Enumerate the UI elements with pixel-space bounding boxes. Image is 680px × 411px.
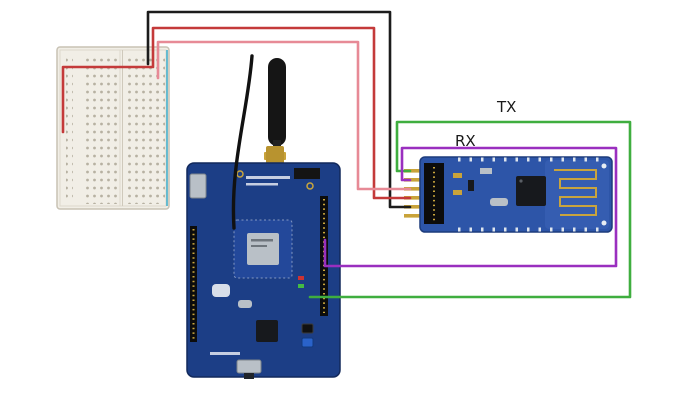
- bt-pin-2: [404, 178, 425, 182]
- breadboard-right-rail: [158, 56, 165, 202]
- wire-green-tx: [308, 120, 632, 299]
- sma-connector: [266, 146, 284, 166]
- wire-black-jumper: [231, 54, 254, 230]
- usb-connector-bottom: [236, 359, 262, 374]
- wire-purple-rx: [323, 146, 618, 268]
- bt-chip-pin1-dot: [519, 179, 523, 183]
- wire-red-power: [61, 26, 412, 200]
- shield-marking: [251, 239, 273, 242]
- breadboard-inner-frame: [59, 49, 167, 207]
- top-right-header: [294, 168, 320, 179]
- antenna-neck: [273, 140, 281, 150]
- rx-label: RX: [455, 132, 476, 150]
- tx-label: TX: [496, 98, 516, 116]
- bt-pin-header: [424, 163, 444, 224]
- silkscreen-marking: [246, 183, 278, 186]
- bt-passive: [453, 173, 462, 178]
- rf-module-shield: [247, 233, 279, 265]
- shield-marking: [251, 245, 267, 247]
- bt-pin-6: [404, 214, 425, 218]
- bt-mounting-hole: [601, 220, 607, 226]
- bt-pin-3: [404, 187, 425, 191]
- user-button: [301, 337, 314, 348]
- bluetooth-module: [404, 156, 613, 233]
- silkscreen-marking: [210, 352, 240, 355]
- left-pin-header: [190, 226, 197, 342]
- bt-pin-5: [404, 205, 425, 209]
- breadboard-bank-right: [124, 54, 159, 204]
- mounting-hole-right: [306, 182, 314, 190]
- wires: [61, 10, 632, 299]
- red-led: [298, 276, 304, 280]
- mcu-chip: [256, 320, 278, 342]
- bt-mounting-hole: [601, 163, 607, 169]
- antenna: [268, 58, 286, 146]
- stm32-dev-board: [186, 58, 341, 379]
- silkscreen-marking: [246, 176, 290, 179]
- bt-passive: [468, 180, 474, 191]
- green-led: [298, 284, 304, 288]
- reset-button: [301, 323, 314, 334]
- breadboard-left-rail: [66, 56, 73, 202]
- bt-antenna-zone: [545, 160, 609, 229]
- bt-pin-4: [404, 196, 425, 200]
- bt-crystal: [490, 198, 508, 206]
- bt-passive: [453, 190, 462, 195]
- wire-pink-signal: [156, 40, 412, 191]
- bt-antenna-trace: [554, 169, 597, 216]
- bt-passive: [480, 168, 492, 174]
- usb-connector-top: [189, 173, 207, 199]
- st-logo: [212, 284, 230, 297]
- breadboard: [56, 46, 170, 210]
- crystal: [238, 300, 252, 308]
- wire-black-ground: [146, 10, 412, 209]
- usb-connector-tab: [244, 373, 254, 379]
- breadboard-bank-left: [82, 54, 117, 204]
- bt-pin-1: [404, 169, 425, 173]
- bt-chip: [516, 176, 546, 206]
